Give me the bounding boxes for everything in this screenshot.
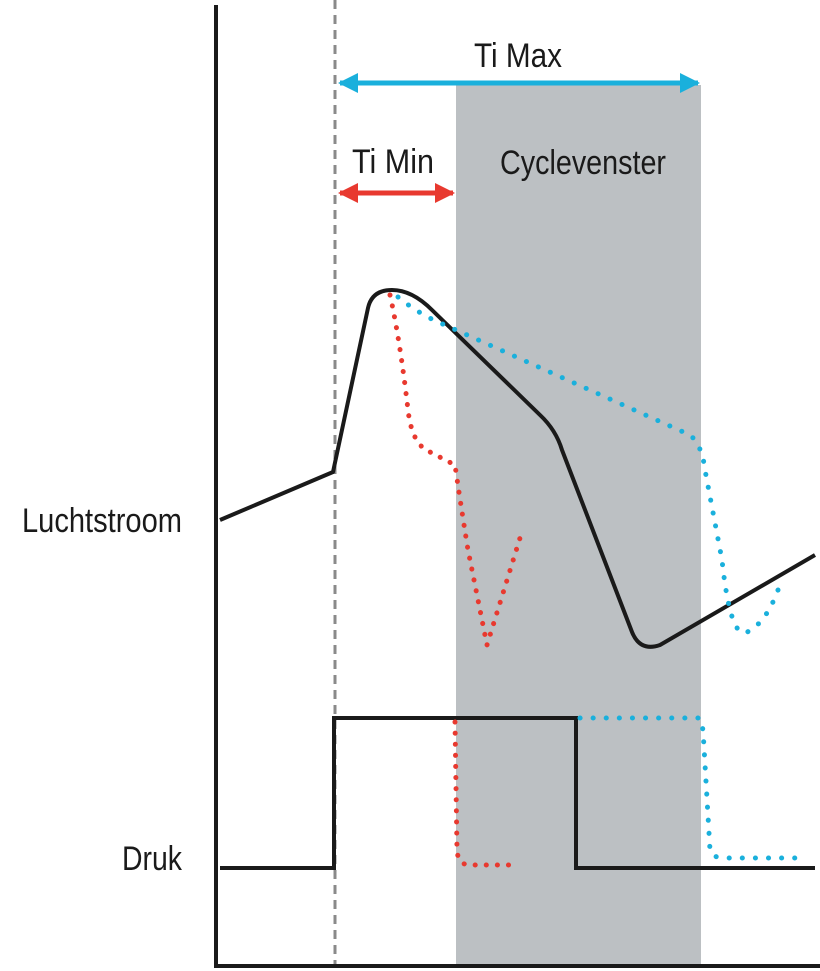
cycle-window-label: Cyclevenster bbox=[500, 144, 666, 182]
pressure-curve-ti-max bbox=[577, 715, 803, 861]
pressure-label: Druk bbox=[122, 840, 183, 878]
pressure-curve-main bbox=[220, 716, 815, 870]
flow-curve-main bbox=[219, 288, 817, 649]
cycle-window-region bbox=[456, 85, 701, 967]
flow-label: Luchtstroom bbox=[22, 502, 182, 540]
ti-max-label: Ti Max bbox=[474, 37, 562, 75]
ti-min-label: Ti Min bbox=[352, 143, 434, 181]
